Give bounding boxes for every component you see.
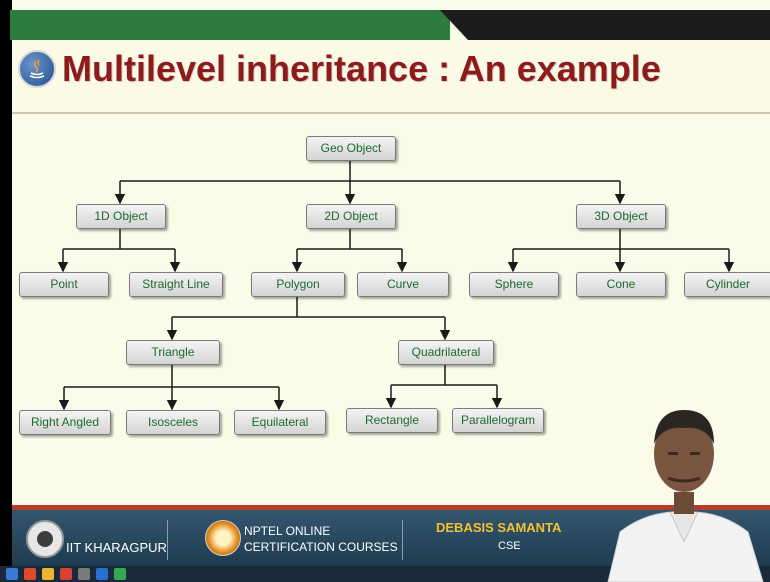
footer-divider	[167, 520, 168, 560]
taskbar	[0, 566, 770, 582]
node-point: Point	[19, 272, 109, 297]
sheet-icon[interactable]	[114, 568, 126, 580]
node-right-angled: Right Angled	[19, 410, 111, 435]
presenter-video	[607, 410, 764, 582]
top-banner-dark	[440, 10, 770, 40]
node-cylinder: Cylinder	[684, 272, 770, 297]
browser-icon[interactable]	[24, 568, 36, 580]
java-logo-icon	[18, 50, 56, 88]
footer-accent-line	[12, 505, 770, 510]
nptel-logo-icon	[205, 520, 241, 556]
node-isosceles: Isosceles	[126, 410, 220, 435]
folder-icon[interactable]	[42, 568, 54, 580]
node-rectangle: Rectangle	[346, 408, 438, 433]
node-3d-object: 3D Object	[576, 204, 666, 229]
pdf-icon[interactable]	[60, 568, 72, 580]
department: CSE	[498, 540, 521, 552]
node-polygon: Polygon	[251, 272, 345, 297]
instructor-name: DEBASIS SAMANTA	[436, 520, 562, 535]
node-sphere: Sphere	[469, 272, 559, 297]
course-line-1: NPTEL ONLINE	[244, 524, 331, 538]
node-quadrilateral: Quadrilateral	[398, 340, 494, 365]
institute-name: IIT KHARAGPUR	[66, 540, 167, 555]
node-parallelogram: Parallelogram	[452, 408, 544, 433]
left-border	[0, 0, 12, 582]
node-cone: Cone	[576, 272, 666, 297]
footer-divider	[402, 520, 403, 560]
course-line-2: CERTIFICATION COURSES	[244, 540, 398, 554]
word-icon[interactable]	[96, 568, 108, 580]
node-curve: Curve	[357, 272, 449, 297]
node-1d-object: 1D Object	[76, 204, 166, 229]
app-icon[interactable]	[78, 568, 90, 580]
node-straight-line: Straight Line	[129, 272, 223, 297]
node-2d-object: 2D Object	[306, 204, 396, 229]
node-equilateral: Equilateral	[234, 410, 326, 435]
node-geo-object: Geo Object	[306, 136, 396, 161]
start-icon[interactable]	[6, 568, 18, 580]
title-strip	[12, 40, 770, 114]
hierarchy-connectors	[57, 160, 735, 411]
slide-title: Multilevel inheritance : An example	[62, 48, 661, 89]
top-banner-green	[10, 10, 450, 40]
iit-kharagpur-emblem-icon	[26, 520, 64, 558]
node-triangle: Triangle	[126, 340, 220, 365]
